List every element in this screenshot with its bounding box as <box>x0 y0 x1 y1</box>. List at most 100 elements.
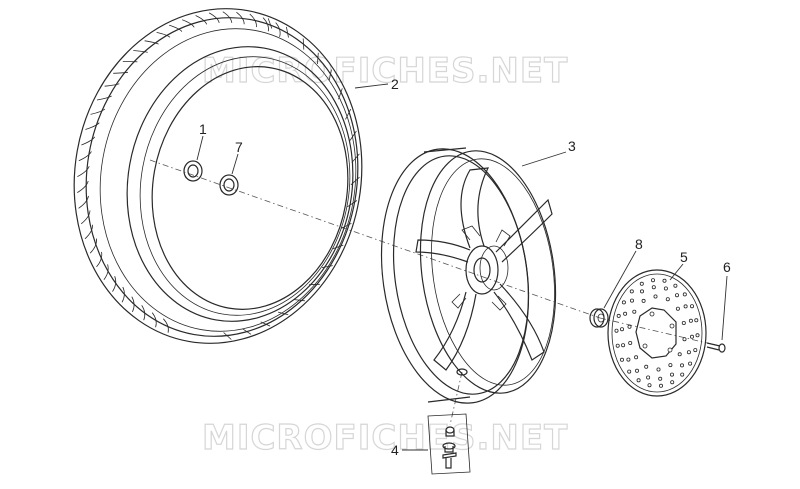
tire-tread-groove <box>163 318 169 333</box>
disc-vent-hole <box>670 372 675 377</box>
tire-tread-groove <box>131 296 135 313</box>
tire-tread-groove <box>347 200 358 208</box>
valve-kit-part-4 <box>427 413 471 475</box>
tire-tread-groove <box>133 50 148 53</box>
tire-tread-groove <box>349 130 357 141</box>
tire-tread-groove <box>321 265 333 268</box>
tire-tread-groove <box>249 13 257 28</box>
disc-vent-hole <box>647 383 652 388</box>
bearing-part-7 <box>219 174 239 196</box>
tire-tread-groove <box>112 276 117 292</box>
disc-vent-hole <box>623 311 628 316</box>
tire-tread-groove <box>169 24 183 32</box>
disc-vent-hole <box>680 372 685 377</box>
tire-tread-groove <box>77 180 89 193</box>
disc-vent-hole <box>668 363 673 368</box>
tire-tread-groove <box>89 238 97 254</box>
watermark-bottom: MICROFICHES.NET <box>202 418 568 458</box>
tire-tread-groove <box>332 244 344 250</box>
disc-vent-hole <box>677 352 682 357</box>
tire-tread-groove <box>195 15 208 25</box>
disc-vent-hole <box>646 375 651 380</box>
tire-tread-groove <box>151 312 157 328</box>
disc-vent-hole <box>614 328 619 333</box>
disc-vent-hole <box>644 364 649 369</box>
callout-2: 2 <box>391 76 399 92</box>
callout-4: 4 <box>391 442 399 458</box>
leader-3 <box>521 151 567 167</box>
tire-tread-groove <box>286 26 289 38</box>
disc-vent-hole <box>620 327 625 332</box>
disc-vent-hole <box>621 343 626 348</box>
tire-tread-groove <box>81 136 96 146</box>
tire-tread-groove <box>84 224 94 240</box>
callout-3: 3 <box>568 138 576 154</box>
disc-vent-hole <box>670 380 675 385</box>
axle-centerline <box>149 159 601 319</box>
tire-tread-groove <box>90 108 106 115</box>
disc-vent-hole <box>627 324 632 329</box>
disc-vent-hole <box>626 357 631 362</box>
tire-tread-groove <box>78 195 89 209</box>
callout-1: 1 <box>199 121 207 137</box>
tire-tread-groove <box>104 83 120 87</box>
disc-vent-hole <box>634 355 639 360</box>
tire-tread-groove <box>85 122 100 130</box>
disc-vent-hole <box>635 368 640 373</box>
callout-6: 6 <box>723 259 731 275</box>
tire-tread-groove <box>242 328 252 335</box>
tire-tread-groove <box>208 12 220 24</box>
disc-vent-hole <box>627 369 632 374</box>
disc-vent-hole <box>675 293 680 298</box>
disc-vent-hole <box>615 343 620 348</box>
disc-vent-hole <box>686 350 691 355</box>
disc-vent-hole <box>641 298 646 303</box>
tire-tread-groove <box>96 251 103 268</box>
disc-vent-hole <box>653 294 658 299</box>
leader-5 <box>669 263 684 281</box>
disc-vent-hole <box>680 363 685 368</box>
tire-tread-groove <box>260 321 271 327</box>
tire-tread-groove <box>113 71 128 74</box>
tire-tread-groove <box>294 299 305 302</box>
tire-tread-groove <box>78 151 92 162</box>
tire-tread-groove <box>328 69 332 81</box>
leader-8 <box>603 250 637 309</box>
tire-tread-groove <box>236 11 245 25</box>
tire-tread-groove <box>277 311 289 316</box>
callout-7: 7 <box>235 139 243 155</box>
tire-tread-groove <box>222 11 233 23</box>
disc-vent-hole <box>663 286 668 291</box>
disc-vent-hole <box>675 306 680 311</box>
bearing-part-1 <box>183 160 203 182</box>
disc-vent-hole <box>688 318 693 323</box>
leader-2 <box>354 83 389 89</box>
disc-vent-hole <box>629 289 634 294</box>
disc-vent-hole <box>658 376 663 381</box>
disc-vent-hole <box>665 297 670 302</box>
tire-tread-groove <box>80 210 91 225</box>
disc-vent-hole <box>620 357 625 362</box>
disc-vent-hole <box>616 313 621 318</box>
tire-tread-groove <box>341 222 352 229</box>
disc-vent-hole <box>639 281 644 286</box>
disc-vent-hole <box>656 367 661 372</box>
disc-vent-hole <box>651 285 656 290</box>
disc-vent-hole <box>636 378 641 383</box>
leader-1 <box>196 135 204 161</box>
disc-vent-hole <box>673 283 678 288</box>
tire-tread-groove <box>77 166 90 177</box>
brake-disc <box>607 269 707 397</box>
tire-tread-groove <box>156 32 171 38</box>
disc-vent-hole <box>632 309 637 314</box>
tire-tread-groove <box>141 305 146 321</box>
tire-tread-groove <box>338 88 343 100</box>
disc-vent-hole <box>694 318 699 323</box>
disc-vent-hole <box>688 361 693 366</box>
disc-vent-hole <box>621 300 626 305</box>
tire-tread-groove <box>351 153 360 163</box>
tire-tread-groove <box>144 40 159 45</box>
tire-tread-groove <box>317 52 319 65</box>
